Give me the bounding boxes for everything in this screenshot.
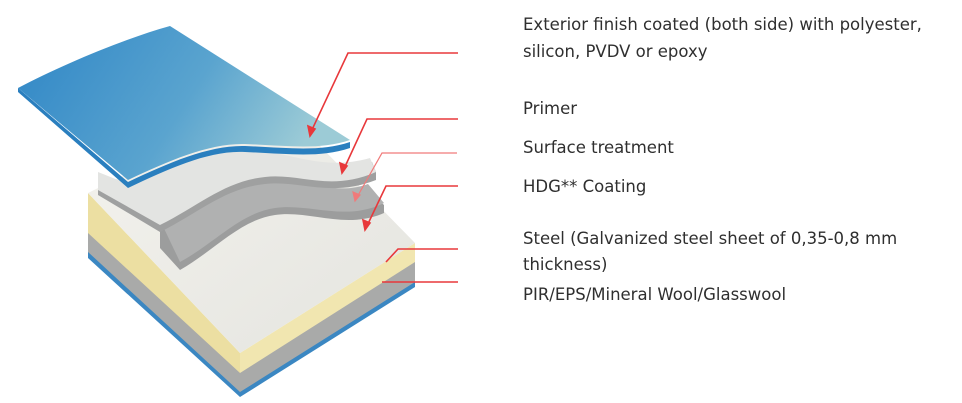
label-steel-line2: thickness) (523, 255, 608, 274)
bottom-steel-side (88, 230, 415, 392)
leader-finish (306, 52, 458, 138)
label-steel-line1: Steel (Galvanized steel sheet of 0,35-0,… (523, 229, 898, 248)
label-hdg-coating: HDG** Coating (523, 177, 647, 196)
label-core-material: PIR/EPS/Mineral Wool/Glasswool (523, 285, 787, 304)
leader-hdg (361, 185, 458, 232)
core-left-face (88, 193, 240, 373)
leader-primer (338, 118, 458, 175)
leader-steel (385, 248, 458, 263)
label-exterior-finish-line2: silicon, PVDV or epoxy (523, 42, 708, 61)
leader-surface (352, 152, 457, 203)
label-primer: Primer (523, 99, 578, 118)
leader-lines (306, 52, 458, 283)
finish-coat-layer (18, 26, 350, 188)
label-exterior-finish-line1: Exterior finish coated (both side) with … (523, 15, 922, 34)
label-surface-treatment: Surface treatment (523, 138, 674, 157)
core-right-face (240, 243, 415, 373)
